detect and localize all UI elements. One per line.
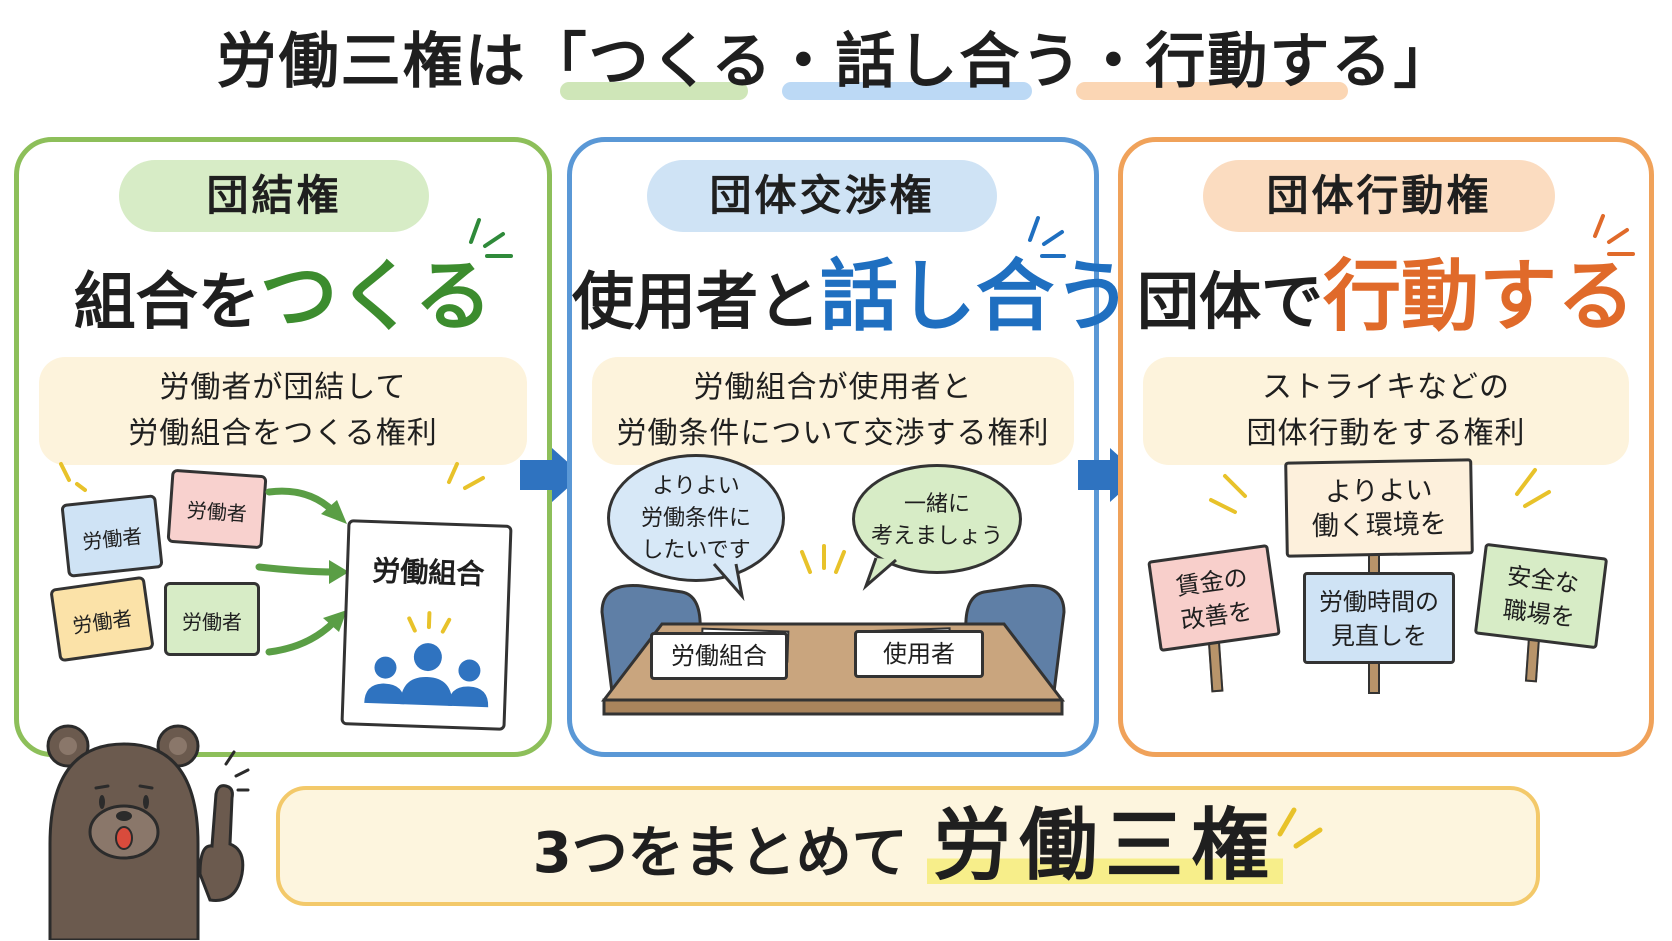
sparkle-icon	[59, 462, 87, 492]
right-arrow-icon	[520, 448, 582, 502]
title-highlight-orange	[1076, 82, 1348, 100]
description-line: 労働条件について交渉する権利	[616, 416, 1050, 451]
summary-prefix: 3つをまとめて	[532, 821, 908, 886]
panel-label: 団結権	[119, 160, 429, 232]
sparkle-icon	[1593, 214, 1635, 256]
bubble-tail	[712, 563, 745, 602]
bubble-text: 考えましょう	[870, 524, 1003, 549]
bubble-text: よりよい	[652, 474, 740, 499]
panel-description: ストライキなどの 団体行動をする権利	[1143, 357, 1629, 465]
join-arrows	[255, 487, 349, 656]
bear-mascot	[46, 724, 250, 940]
description-line: 労働組合が使用者と	[693, 370, 973, 405]
bubble-text: 労働条件に	[640, 506, 751, 531]
worker-card: 労働者	[49, 575, 155, 663]
protest-sign-center: 労働時間の 見直しを	[1303, 572, 1455, 664]
headline-emphasis: つくる	[259, 252, 493, 342]
sign-text: 労働時間の	[1319, 588, 1439, 616]
sparkle-icon	[447, 462, 485, 490]
members-icon	[364, 611, 489, 708]
union-label: 労働組合	[371, 554, 485, 591]
panel-label: 団体行動権	[1203, 160, 1555, 232]
page-title: 労働三権は「つくる・話し合う・行動する」	[216, 27, 1456, 97]
panel-label: 団体交渉権	[647, 160, 997, 232]
panel-headline: 団体で行動する	[1123, 247, 1649, 352]
worker-card: 労働者	[164, 582, 260, 656]
panel-dantai-koushouken: 団体交渉権 使用者と話し合う 労働組合が使用者と 労働条件について交渉する権利 …	[567, 137, 1132, 757]
panel-headline: 使用者と話し合う	[572, 247, 1132, 352]
description-line: 団体行動をする権利	[1246, 416, 1526, 451]
labor-union-board: 労働組合	[340, 519, 513, 731]
sparkle-icon	[469, 218, 513, 258]
summary-text: 3つをまとめて 労働三権	[280, 790, 1536, 902]
sparkle-icon	[1277, 807, 1323, 849]
headline-emphasis: 行動する	[1323, 252, 1636, 342]
bubble-tail	[862, 557, 897, 591]
panel-danketsuken: 団結権 組合をつくる 労働者が団結して 労働組合をつくる権利 労働者 労働者 労…	[14, 137, 552, 757]
headline-emphasis: 話し合う	[820, 252, 1133, 342]
nameplate-union: 労働組合	[650, 632, 788, 680]
sparkle-icon	[800, 544, 846, 574]
summary-box: 3つをまとめて 労働三権	[276, 786, 1540, 906]
speech-bubble-union: よりよい 労働条件に したいです	[607, 454, 785, 582]
sign-text: 見直しを	[1331, 622, 1427, 650]
sign-text: よりよい	[1324, 475, 1433, 508]
bubble-text: 一緒に	[903, 492, 970, 517]
sign-text: 働く環境を	[1311, 508, 1448, 543]
protest-sign-right: 安全な 職場を	[1473, 542, 1609, 650]
description-line: 労働者が団結して	[159, 370, 407, 405]
protest-sign-left: 賃金の 改善を	[1147, 543, 1281, 653]
worker-card: 労働者	[60, 494, 164, 578]
protest-sign-top: よりよい 働く環境を	[1284, 458, 1474, 558]
sparkle-icon	[1209, 474, 1247, 514]
description-line: ストライキなどの	[1262, 370, 1510, 405]
description-line: 労働組合をつくる権利	[128, 416, 438, 451]
headline-prefix: 使用者と	[572, 265, 821, 338]
summary-emphasis: 労働三権	[927, 801, 1284, 891]
title-highlight-blue	[782, 82, 1032, 100]
panel-headline: 組合をつくる	[19, 247, 547, 352]
panel-dantai-koudouken: 団体行動権 団体で行動する ストライキなどの 団体行動をする権利 よりよい 働く…	[1118, 137, 1654, 757]
speech-bubble-employer: 一緒に 考えましょう	[852, 464, 1022, 574]
panel-description: 労働者が団結して 労働組合をつくる権利	[39, 357, 527, 465]
sparkle-icon	[1515, 468, 1551, 508]
title-highlight-green	[560, 82, 748, 100]
nameplate-employer: 使用者	[854, 630, 984, 678]
headline-prefix: 団体で	[1136, 265, 1323, 338]
panel-description: 労働組合が使用者と 労働条件について交渉する権利	[592, 357, 1074, 465]
headline-prefix: 組合を	[73, 265, 260, 338]
bubble-text: したいです	[641, 538, 751, 563]
sparkle-icon	[1028, 216, 1066, 258]
